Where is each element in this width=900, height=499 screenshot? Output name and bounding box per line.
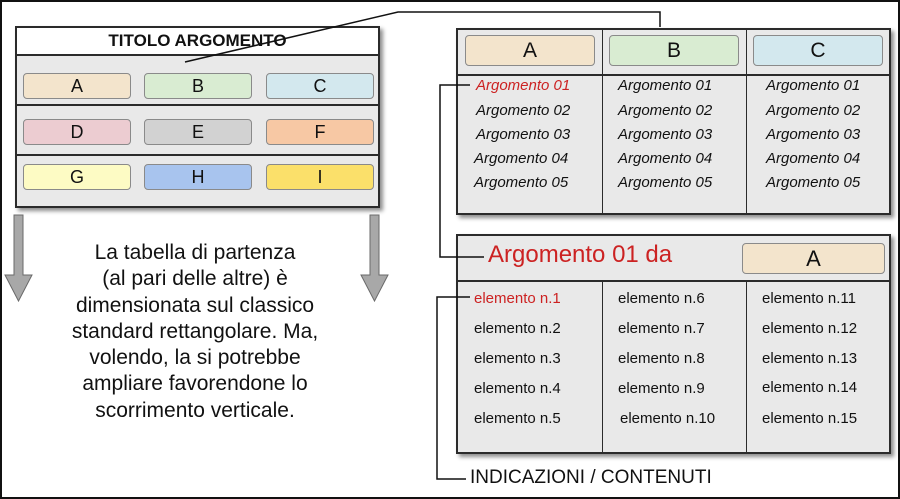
cell-i[interactable]: I <box>266 164 374 190</box>
scroll-down-arrow-icon <box>4 214 33 303</box>
content-item[interactable]: elemento n.8 <box>618 350 705 367</box>
cell-g[interactable]: G <box>23 164 131 190</box>
column-divider <box>602 30 603 213</box>
topic-item[interactable]: Argomento 04 <box>766 150 861 167</box>
cell-a[interactable]: A <box>23 73 131 99</box>
left-table-title: TITOLO ARGOMENTO <box>108 31 287 50</box>
content-item[interactable]: elemento n.12 <box>762 320 858 337</box>
topic-item[interactable]: Argomento 04 <box>474 150 569 167</box>
topic-item[interactable]: Argomento 04 <box>618 150 713 167</box>
topic-item-selected[interactable]: Argomento 01 <box>476 77 571 94</box>
connector-line <box>184 11 661 63</box>
caption-text: La tabella di partenza (al pari delle al… <box>44 240 346 424</box>
topic-item[interactable]: Argomento 02 <box>618 102 713 119</box>
topic-item[interactable]: Argomento 03 <box>476 126 571 143</box>
column-divider <box>746 30 747 213</box>
content-item[interactable]: elemento n.14 <box>762 379 858 396</box>
content-item[interactable]: elemento n.6 <box>618 290 705 307</box>
connector-line <box>439 84 484 258</box>
caption-line: scorrimento verticale. <box>95 398 295 422</box>
content-item[interactable]: elemento n.7 <box>618 320 705 337</box>
content-item[interactable]: elemento n.2 <box>474 320 561 337</box>
topic-item[interactable]: Argomento 03 <box>766 126 861 143</box>
content-item[interactable]: elemento n.15 <box>762 410 858 427</box>
content-item[interactable]: elemento n.9 <box>618 380 705 397</box>
title-divider <box>17 54 378 56</box>
topic-item[interactable]: Argomento 02 <box>766 102 861 119</box>
caption-line: standard rettangolare. Ma, <box>71 319 319 343</box>
topic-item[interactable]: Argomento 05 <box>618 174 713 191</box>
topic-item[interactable]: Argomento 05 <box>766 174 861 191</box>
content-table: Argomento 01 da A elemento n.1 elemento … <box>456 234 891 454</box>
caption-line: (al pari delle altre) è <box>102 267 288 291</box>
caption-line: volendo, la si potrebbe <box>89 346 301 370</box>
caption-line: ampliare favorendone lo <box>82 372 308 396</box>
content-item[interactable]: elemento n.4 <box>474 380 561 397</box>
caption-line: La tabella di partenza <box>94 241 296 264</box>
left-table-title-bar <box>17 28 378 54</box>
topics-header-b[interactable]: B <box>609 35 739 66</box>
scroll-down-arrow-icon <box>360 214 389 303</box>
cell-f[interactable]: F <box>266 119 374 145</box>
row-divider <box>17 104 378 106</box>
cell-c[interactable]: C <box>266 73 374 99</box>
column-divider <box>602 282 603 452</box>
content-item[interactable]: elemento n.13 <box>762 350 858 367</box>
topic-item[interactable]: Argomento 02 <box>476 102 571 119</box>
topic-item[interactable]: Argomento 03 <box>618 126 713 143</box>
left-table: TITOLO ARGOMENTO A B C D E F G H I <box>15 26 380 208</box>
content-item[interactable]: elemento n.3 <box>474 350 561 367</box>
topic-item[interactable]: Argomento 01 <box>618 77 713 94</box>
row-divider <box>17 154 378 156</box>
cell-d[interactable]: D <box>23 119 131 145</box>
topics-header-divider <box>458 74 889 76</box>
cell-e[interactable]: E <box>144 119 252 145</box>
footer-label: INDICAZIONI / CONTENUTI <box>470 467 712 488</box>
caption-line: dimensionata sul classico <box>75 293 315 317</box>
topic-item[interactable]: Argomento 05 <box>474 174 569 191</box>
topics-header-c[interactable]: C <box>753 35 883 66</box>
column-divider <box>746 282 747 452</box>
connector-line <box>436 296 470 480</box>
content-heading: Argomento 01 da <box>488 241 673 268</box>
content-item[interactable]: elemento n.10 <box>620 410 716 427</box>
content-header-divider <box>458 280 889 282</box>
cell-b[interactable]: B <box>144 73 252 99</box>
topics-table: A B C Argomento 01 Argomento 02 Argoment… <box>456 28 891 215</box>
cell-h[interactable]: H <box>144 164 252 190</box>
topic-item[interactable]: Argomento 01 <box>766 77 861 94</box>
content-item[interactable]: elemento n.5 <box>474 410 561 427</box>
content-item-selected[interactable]: elemento n.1 <box>474 290 561 307</box>
topics-header-a[interactable]: A <box>465 35 595 66</box>
content-tag-a[interactable]: A <box>742 243 885 274</box>
content-item[interactable]: elemento n.11 <box>762 290 856 307</box>
